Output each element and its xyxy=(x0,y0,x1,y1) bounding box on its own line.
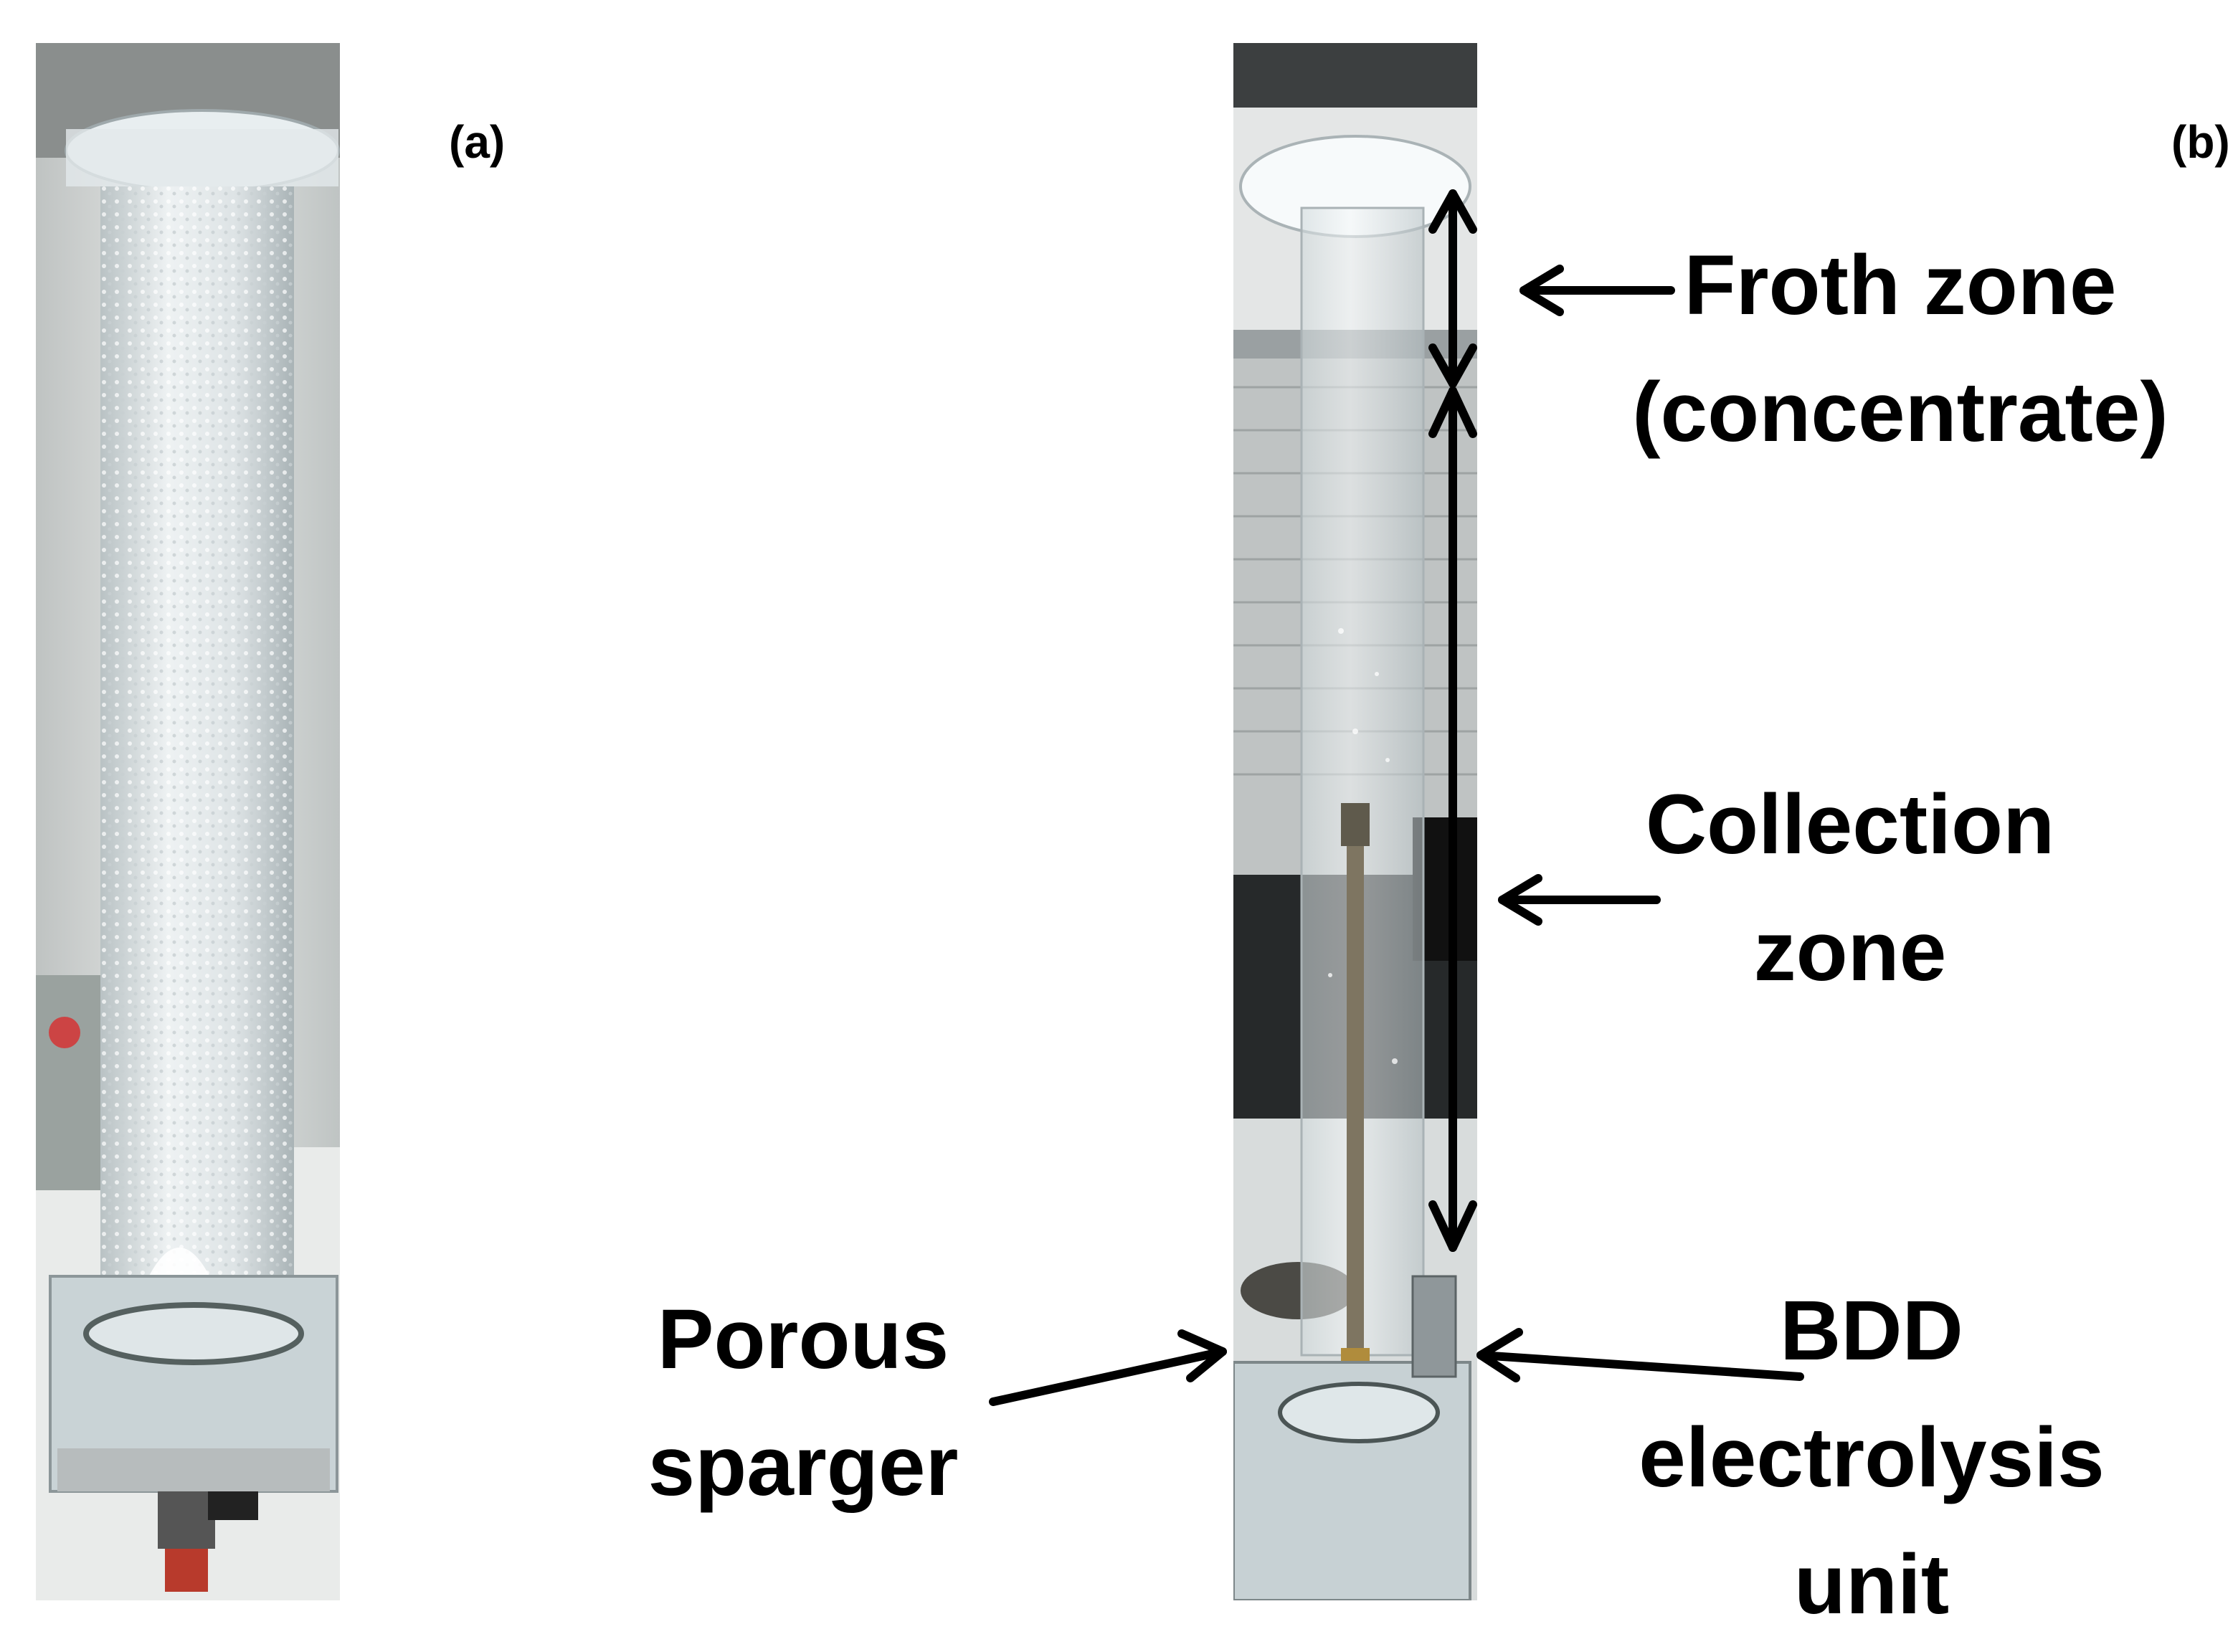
bdd-unit-line-3: unit xyxy=(1793,1537,1950,1632)
collection-zone-label: Collection zone xyxy=(1621,761,2080,1015)
froth-zone-line-2: (concentrate) xyxy=(1632,365,2168,460)
flotation-column-labeled-image xyxy=(1233,43,1477,1600)
photo-panel-b xyxy=(1233,43,1477,1600)
flotation-column-bubbly-image xyxy=(36,43,340,1600)
panel-label-a: (a) xyxy=(449,116,506,168)
bdd-unit-line-1: BDD xyxy=(1780,1283,1963,1378)
photo-panel-a xyxy=(36,43,340,1600)
collection-zone-line-1: Collection xyxy=(1645,777,2055,872)
collection-zone-line-2: zone xyxy=(1753,904,1947,999)
panel-label-b: (b) xyxy=(2171,116,2230,168)
bdd-unit-line-2: electrolysis xyxy=(1639,1410,2105,1505)
froth-zone-label: Froth zone (concentrate) xyxy=(1613,222,2187,476)
porous-sparger-line-1: Porous xyxy=(657,1292,949,1387)
porous-sparger-line-2: sparger xyxy=(648,1419,959,1514)
froth-zone-line-1: Froth zone xyxy=(1684,238,2117,333)
porous-sparger-pointer-arrow xyxy=(989,1347,1227,1406)
porous-sparger-label: Porous sparger xyxy=(631,1276,975,1530)
bdd-electrolysis-unit-label: BDD electrolysis unit xyxy=(1621,1268,2123,1648)
